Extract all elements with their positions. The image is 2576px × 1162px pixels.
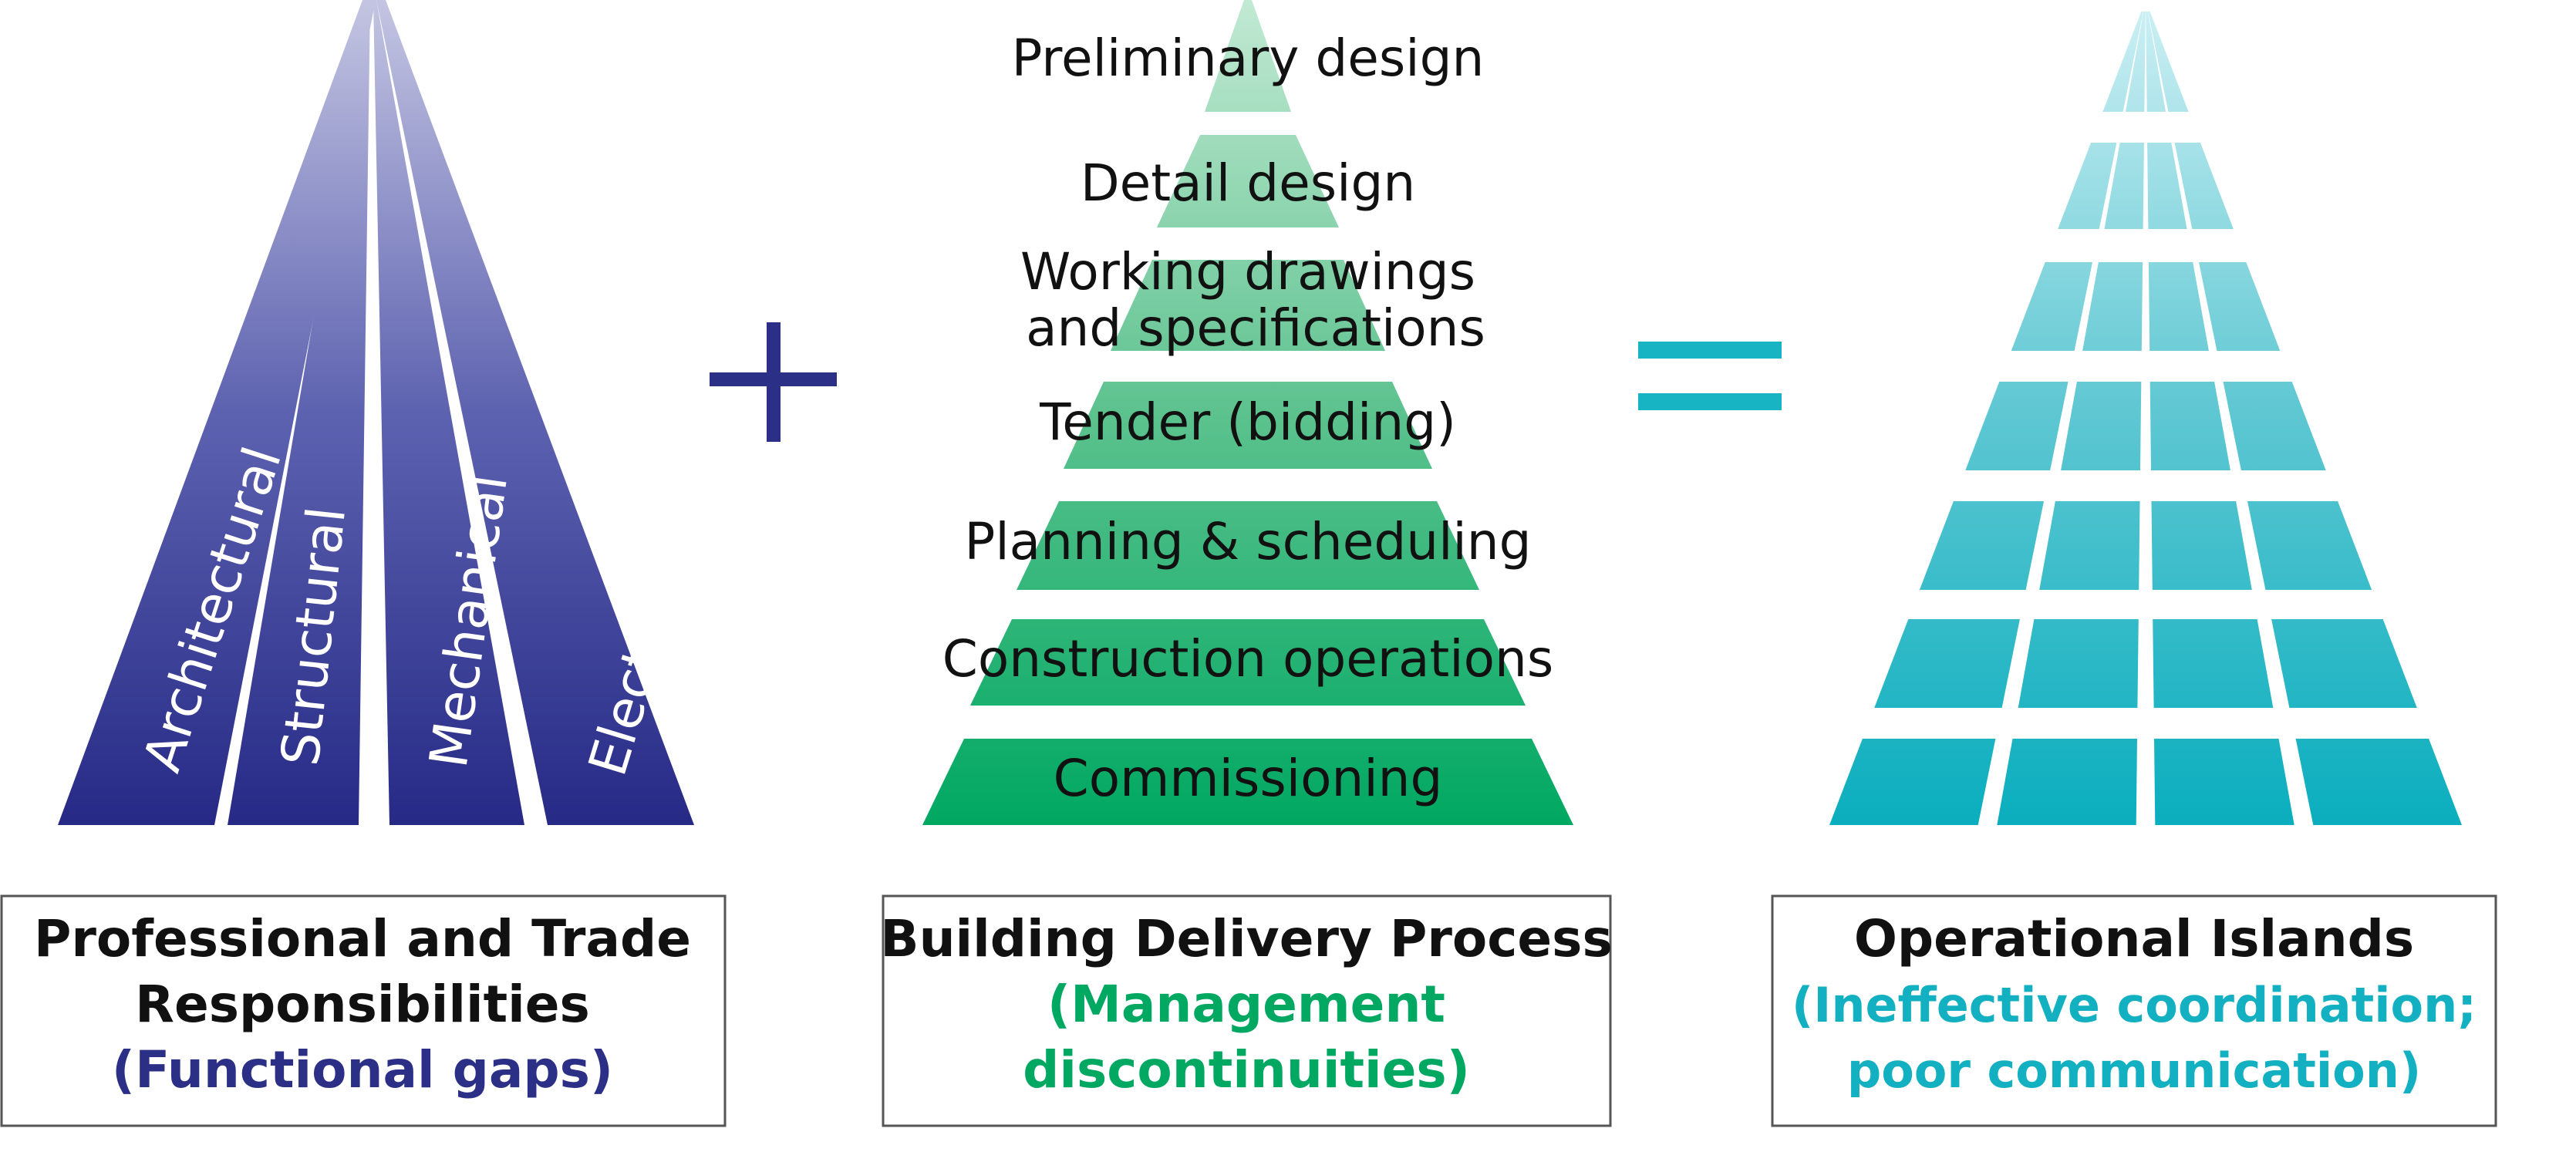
island-tile-r6-c4 xyxy=(2271,619,2417,708)
island-tile-r3-c4 xyxy=(2199,262,2281,351)
island-tile-r7-c3 xyxy=(2154,739,2294,825)
caption-left-box xyxy=(0,894,727,1127)
island-tile-r5-c1 xyxy=(1919,501,2044,590)
island-tile-r3-c2 xyxy=(2082,262,2143,351)
caption-left-title-2: Responsibilities xyxy=(135,975,590,1034)
island-tile-r5-c4 xyxy=(2247,501,2372,590)
tier-working-drawings xyxy=(1111,260,1385,351)
island-tile-r1-c1 xyxy=(2102,12,2143,112)
island-tile-r2-c2 xyxy=(2104,143,2144,229)
discipline-fan: Architectural Structural Mechanical Elec… xyxy=(58,0,706,825)
stage-label-construction: Construction operations xyxy=(942,629,1553,689)
island-tile-r3-c3 xyxy=(2148,262,2209,351)
caption-right-title-1: Operational Islands xyxy=(1854,909,2414,968)
caption-middle-sub-2: discontinuities) xyxy=(1023,1040,1470,1100)
caption-left-sub-1: (Functional gaps) xyxy=(112,1040,613,1100)
caption-middle-box xyxy=(882,894,1612,1127)
island-tile-r6-c3 xyxy=(2153,619,2274,708)
island-tile-r4-c2 xyxy=(2061,382,2142,470)
island-tile-r3-c1 xyxy=(2011,262,2092,351)
caption-right-sub-2: poor communication) xyxy=(1847,1042,2421,1099)
tier-detail-design xyxy=(1157,135,1339,227)
architectural-wedge xyxy=(58,0,376,825)
delivery-process-pyramid: Preliminary design Detail design Working… xyxy=(922,0,1573,825)
electrical-wedge xyxy=(376,0,694,825)
stage-label-planning: Planning & scheduling xyxy=(965,512,1532,571)
island-tile-r7-c1 xyxy=(1829,739,1996,825)
island-tile-r1-c4 xyxy=(2148,12,2189,112)
operational-islands-grid xyxy=(1829,12,2462,825)
island-tile-r5-c2 xyxy=(2039,501,2140,590)
plus-sign xyxy=(710,322,837,442)
island-tile-r4-c1 xyxy=(1965,382,2069,470)
island-tile-r1-c3 xyxy=(2146,12,2166,112)
caption-left-title-1: Professional and Trade xyxy=(34,909,691,968)
island-tile-r2-c3 xyxy=(2147,143,2187,229)
caption-left: Professional and Trade Responsibilities … xyxy=(0,894,727,1127)
island-tile-r4-c4 xyxy=(2223,382,2326,470)
island-tile-r2-c4 xyxy=(2174,143,2234,229)
island-tile-r2-c1 xyxy=(2058,143,2117,229)
island-tile-r7-c4 xyxy=(2295,739,2462,825)
mechanical-wedge xyxy=(373,0,524,825)
island-tile-r1-c2 xyxy=(2125,12,2146,112)
caption-middle-title-1: Building Delivery Process xyxy=(880,909,1612,968)
stage-label-tender: Tender (bidding) xyxy=(1039,392,1456,452)
stage-label-preliminary-design: Preliminary design xyxy=(1012,29,1485,88)
caption-middle-sub-1: (Management xyxy=(1047,975,1445,1034)
stage-label-working-drawings: Working drawings xyxy=(1020,242,1475,301)
island-tile-r4-c3 xyxy=(2149,382,2230,470)
stage-label-specifications: and specifications xyxy=(1026,298,1485,358)
stage-label-commissioning: Commissioning xyxy=(1054,749,1443,808)
tier-construction xyxy=(970,619,1526,706)
tier-commissioning xyxy=(922,739,1573,825)
tier-preliminary-design xyxy=(1205,0,1291,112)
island-tile-r5-c3 xyxy=(2151,501,2252,590)
equals-sign xyxy=(1638,342,1782,410)
stage-label-detail-design: Detail design xyxy=(1081,153,1415,213)
structural-wedge xyxy=(228,0,370,825)
island-tile-r6-c1 xyxy=(1874,619,2020,708)
island-tile-r7-c2 xyxy=(1997,739,2137,825)
caption-middle: Building Delivery Process (Management di… xyxy=(880,894,1613,1127)
island-tile-r6-c2 xyxy=(2018,619,2139,708)
caption-right-box xyxy=(1771,894,2497,1127)
caption-right-sub-1: (Ineffective coordination; xyxy=(1792,977,2477,1033)
tier-planning xyxy=(1017,501,1479,590)
caption-right: Operational Islands (Ineffective coordin… xyxy=(1771,894,2497,1127)
tier-tender xyxy=(1064,382,1432,469)
